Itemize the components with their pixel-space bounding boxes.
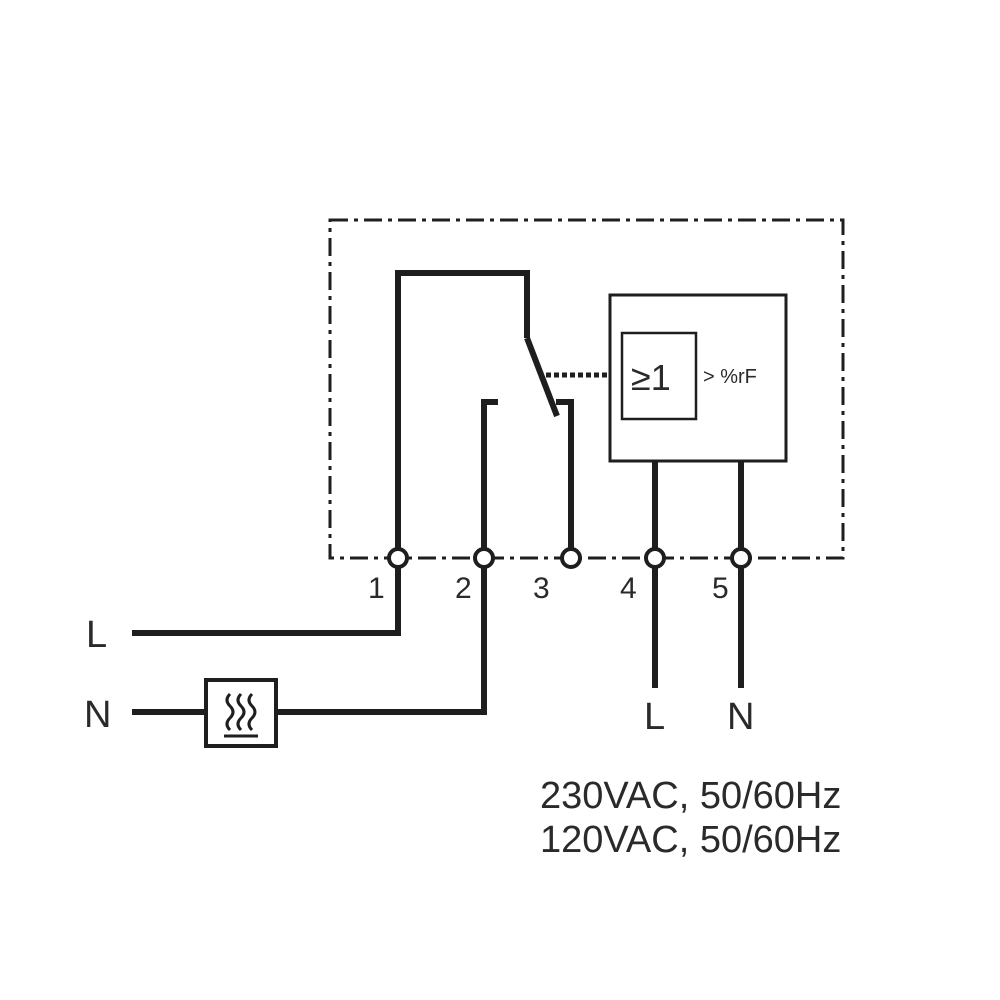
common-wire <box>395 270 530 558</box>
terminal-5 <box>730 547 752 569</box>
rating-230vac: 230VAC, 50/60Hz <box>540 775 841 817</box>
supply-label-n: N <box>727 696 754 738</box>
relay-wiring <box>395 270 744 558</box>
terminal-3 <box>560 547 582 569</box>
terminal-label-4: 4 <box>620 572 637 605</box>
heater-icon <box>204 678 278 748</box>
contact-2-wire <box>481 399 498 558</box>
terminal-4 <box>644 547 666 569</box>
terminal-label-3: 3 <box>533 572 550 605</box>
rating-120vac: 120VAC, 50/60Hz <box>540 819 841 861</box>
line-l-wire <box>132 567 401 636</box>
logic-gate-label: ≥1 <box>631 357 671 398</box>
contact-3-wire <box>556 399 574 558</box>
terminal-1 <box>387 547 409 569</box>
terminal-2 <box>473 547 495 569</box>
supply-label-l: L <box>644 696 665 738</box>
label-line-l: L <box>86 614 107 656</box>
terminal-label-5: 5 <box>712 572 729 605</box>
neutral-wire-right <box>276 567 487 715</box>
switch-blade <box>524 336 560 418</box>
condition-label: > %rF <box>703 366 757 388</box>
terminal-label-1: 1 <box>368 572 385 605</box>
label-neutral-n: N <box>84 694 111 736</box>
terminal-label-2: 2 <box>455 572 472 605</box>
housing-outline <box>328 218 845 560</box>
external-wiring <box>132 567 744 715</box>
logic-gate-box <box>620 331 698 421</box>
